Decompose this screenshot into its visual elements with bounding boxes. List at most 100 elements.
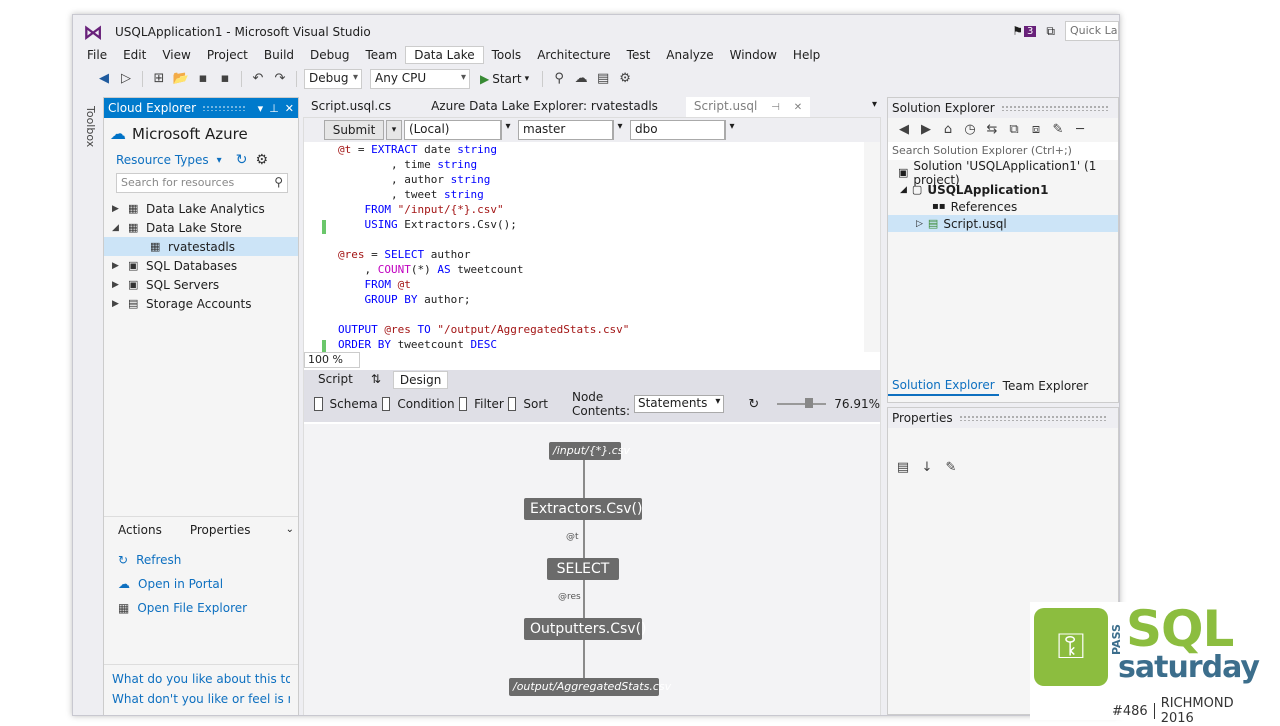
tab-design-view[interactable]: Design — [392, 371, 449, 389]
database-select[interactable]: master — [518, 120, 627, 140]
outputter-node[interactable]: Outputters.Csv() — [524, 618, 647, 640]
server-select[interactable]: (Local) — [404, 120, 515, 140]
tree-item-sql-databases[interactable]: ▶ ▣ SQL Databases — [104, 256, 298, 275]
solution-search-input[interactable]: Search Solution Explorer (Ctrl+;) — [888, 142, 1118, 160]
zoom-level-select[interactable]: 100 % — [304, 352, 360, 368]
wrench-icon[interactable]: ✎ — [945, 460, 957, 475]
submit-button[interactable]: Submit — [324, 120, 384, 140]
menu-view[interactable]: View — [162, 48, 191, 62]
chevron-down-icon[interactable]: ▾ — [871, 99, 877, 110]
swap-icon[interactable]: ⇅ — [370, 372, 381, 386]
schema-checkbox[interactable] — [314, 397, 323, 411]
wrench-icon[interactable]: ✎ — [1052, 122, 1064, 137]
back-icon[interactable]: ◀ — [99, 71, 109, 86]
schema-select[interactable]: dbo — [630, 120, 739, 140]
tab-script-usql[interactable]: Script.usql ⊣ ✕ — [685, 97, 811, 117]
panel-grip[interactable] — [1000, 105, 1108, 111]
chevron-down-icon[interactable]: ▾ — [257, 101, 264, 115]
history-icon[interactable]: ◷ — [964, 122, 976, 137]
toolbox-tab[interactable]: Toolbox — [84, 106, 97, 148]
chevron-down-icon[interactable]: ⌄ — [285, 524, 294, 535]
back-icon[interactable]: ◀ — [899, 122, 909, 137]
close-icon[interactable]: ✕ — [284, 101, 294, 115]
expand-arrow-icon[interactable]: ▶ — [112, 298, 119, 309]
menu-project[interactable]: Project — [206, 48, 248, 62]
menu-team[interactable]: Team — [365, 48, 398, 62]
tab-properties[interactable]: Properties — [189, 522, 251, 537]
tree-item-data-lake-analytics[interactable]: ▶ ▦ Data Lake Analytics — [104, 199, 298, 218]
forward-icon[interactable]: ▶ — [921, 122, 931, 137]
sync-icon[interactable]: ⇆ — [986, 122, 998, 137]
menu-architecture[interactable]: Architecture — [537, 48, 611, 62]
forward-icon[interactable]: ▷ — [121, 71, 131, 86]
pin-icon[interactable]: ⊣ — [771, 102, 780, 113]
window-icon[interactable]: ▤ — [596, 71, 610, 86]
tree-item-rvatestadls[interactable]: ▦ rvatestadls — [104, 237, 298, 256]
solution-node[interactable]: ▣ Solution 'USQLApplication1' (1 project… — [888, 159, 1118, 187]
condition-checkbox[interactable] — [381, 397, 391, 411]
zoom-slider[interactable] — [777, 398, 827, 408]
save-all-icon[interactable]: ▪ — [220, 71, 230, 86]
feedback-like-link[interactable]: What do you like about this tool? — [112, 672, 290, 686]
alphabetical-icon[interactable]: ↓ — [921, 460, 933, 475]
refresh-action[interactable]: ↻ Refresh — [104, 548, 298, 572]
pin-icon[interactable]: ⊥ — [269, 101, 279, 115]
menu-data-lake[interactable]: Data Lake — [405, 46, 484, 64]
menu-test[interactable]: Test — [626, 48, 651, 62]
tab-actions[interactable]: Actions — [118, 522, 162, 537]
expand-arrow-icon[interactable]: ▷ — [916, 218, 923, 229]
sort-checkbox[interactable] — [507, 397, 517, 411]
tab-script-view[interactable]: Script — [318, 372, 353, 386]
open-in-portal-action[interactable]: ☁ Open in Portal — [104, 572, 298, 596]
tab-solution-explorer[interactable]: Solution Explorer — [888, 376, 999, 396]
start-button[interactable]: ▶ Start ▾ — [474, 72, 535, 86]
tree-item-data-lake-store[interactable]: ◢ ▦ Data Lake Store — [104, 218, 298, 237]
panel-grip[interactable] — [958, 415, 1108, 421]
tab-script-usql-cs[interactable]: Script.usql.cs — [311, 99, 392, 113]
resource-types-dropdown[interactable]: Resource Types — [116, 153, 209, 167]
collapse-arrow-icon[interactable]: ◢ — [900, 184, 907, 195]
open-file-explorer-action[interactable]: ▦ Open File Explorer — [104, 596, 298, 620]
new-project-icon[interactable]: ⊞ — [153, 71, 165, 86]
extractor-node[interactable]: Extractors.Csv() — [524, 498, 643, 520]
references-node[interactable]: ▪▪ References — [888, 198, 1118, 215]
redo-icon[interactable]: ↷ — [274, 71, 286, 86]
menu-analyze[interactable]: Analyze — [666, 48, 714, 62]
code-area[interactable]: @t = EXTRACT date string , time string ,… — [304, 142, 864, 352]
submit-dropdown[interactable]: ▾ — [386, 120, 402, 140]
script-node[interactable]: ▷ ▤ Script.usql — [888, 215, 1118, 232]
expand-arrow-icon[interactable]: ▶ — [112, 203, 119, 214]
chevron-down-icon[interactable]: ▾ — [216, 154, 222, 166]
home-icon[interactable]: ⌂ — [943, 122, 953, 137]
output-node[interactable]: /output/AggregatedStats.csv — [509, 678, 671, 696]
undo-icon[interactable]: ↶ — [252, 71, 264, 86]
expand-arrow-icon[interactable]: ▶ — [112, 279, 119, 290]
menu-help[interactable]: Help — [792, 48, 821, 62]
resource-search-input[interactable]: Search for resources ⚲ — [116, 173, 288, 193]
menu-window[interactable]: Window — [729, 48, 777, 62]
find-icon[interactable]: ⚲ — [554, 71, 564, 86]
menu-edit[interactable]: Edit — [123, 48, 147, 62]
feedback-dislike-link[interactable]: What don't you like or feel is missin... — [112, 692, 290, 706]
categorized-icon[interactable]: ▤ — [896, 460, 910, 475]
slider-thumb[interactable] — [805, 398, 814, 408]
tree-item-sql-servers[interactable]: ▶ ▣ SQL Servers — [104, 275, 298, 294]
solution-configuration-select[interactable]: Debug — [304, 69, 362, 89]
save-icon[interactable]: ▪ — [198, 71, 208, 86]
collapse-all-icon[interactable]: ⧉ — [1009, 122, 1019, 137]
solution-platform-select[interactable]: Any CPU — [370, 69, 470, 89]
open-file-icon[interactable]: 📂 — [172, 71, 190, 86]
close-icon[interactable]: ✕ — [793, 102, 803, 113]
menu-debug[interactable]: Debug — [310, 48, 350, 62]
menu-tools[interactable]: Tools — [491, 48, 522, 62]
editor-scrollbar[interactable] — [864, 142, 880, 352]
tab-azure-data-lake-explorer[interactable]: Azure Data Lake Explorer: rvatestadls — [431, 99, 658, 113]
project-node[interactable]: ◢ ▢ USQLApplication1 — [888, 181, 1118, 198]
filter-checkbox[interactable] — [458, 397, 468, 411]
refresh-icon[interactable]: ↻ — [748, 396, 760, 412]
select-node[interactable]: SELECT — [547, 558, 619, 580]
search-icon[interactable]: ⚲ — [274, 175, 283, 189]
expand-arrow-icon[interactable]: ▶ — [112, 260, 119, 271]
refresh-icon[interactable]: ↻ — [235, 152, 248, 168]
tree-item-storage-accounts[interactable]: ▶ ▤ Storage Accounts — [104, 294, 298, 313]
